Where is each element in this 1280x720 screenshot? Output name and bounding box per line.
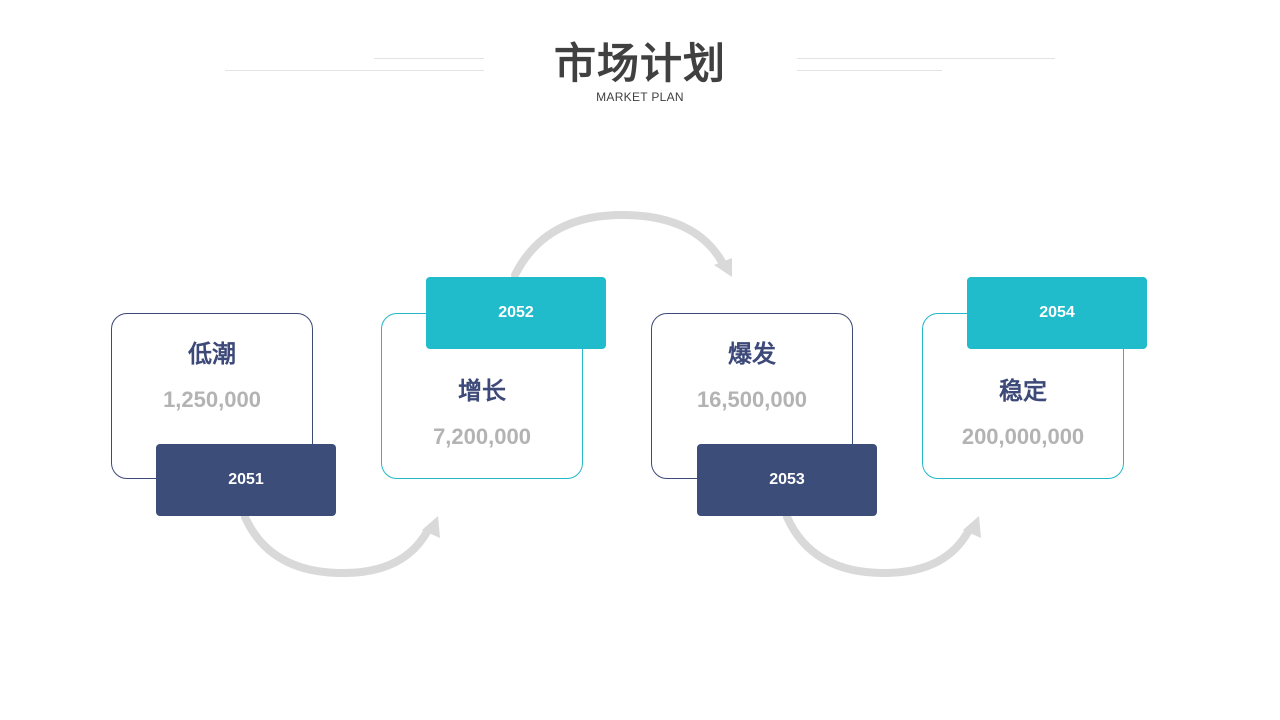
page-title: 市场计划 [553,39,726,88]
stage-value: 1,250,000 [163,387,261,412]
stage-value: 200,000,000 [961,424,1085,449]
stage-value: 7,200,000 [433,424,531,449]
stage-label: 增长 [458,377,506,405]
stage-label: 稳定 [999,377,1047,405]
arrowhead-1 [422,516,440,538]
arrow-curve-3 [783,513,973,578]
stage-label: 爆发 [728,340,776,368]
arrow-curve-2 [511,210,726,279]
arrowhead-2 [714,258,732,277]
header-line-left-top [374,58,484,59]
stage-value: 16,500,000 [696,387,808,412]
page-subtitle: MARKET PLAN [596,90,684,104]
header-line-right-bottom [797,70,942,71]
header-line-right-top [797,58,1055,59]
year-tag-2052: 2052 [426,277,606,349]
arrow-curve-1 [241,513,432,578]
year-tag-2051: 2051 [156,444,336,516]
stage-label: 低潮 [188,340,236,368]
year-tag-2053: 2053 [697,444,877,516]
year-tag-2054: 2054 [967,277,1147,349]
arrowhead-3 [963,516,981,538]
header-line-left-bottom [225,70,484,71]
